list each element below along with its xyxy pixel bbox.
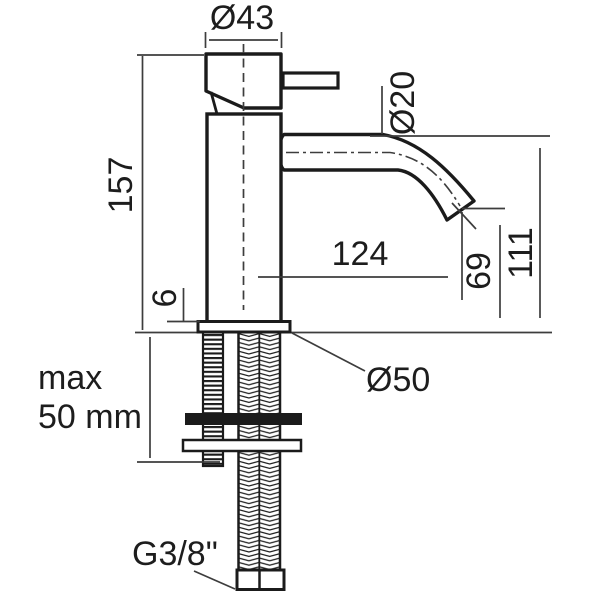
spout-centerline <box>286 151 461 207</box>
dim-label-max-deck-thickness-line2: 50 mm <box>38 398 142 436</box>
dim-label-spout-top-height: 111 <box>502 227 540 279</box>
dim-label-spout-outlet-height: 69 <box>460 252 498 290</box>
dim-label-cartridge-diameter: Ø43 <box>210 0 274 37</box>
dim-label-spout-reach: 124 <box>332 235 389 273</box>
dim-label-spout-diameter: Ø20 <box>384 71 422 135</box>
rubber-gasket <box>185 413 302 425</box>
dim-label-total-height: 157 <box>102 157 140 214</box>
dim-spout-diameter <box>370 86 550 137</box>
leader-line-base-diameter <box>291 332 366 372</box>
dim-spout-outlet-height <box>451 202 505 318</box>
dim-label-max-deck-thickness-line1: max <box>38 359 102 397</box>
spout <box>277 132 476 222</box>
dim-total-height <box>137 54 204 330</box>
mounting-washer <box>181 438 303 453</box>
dim-base-plate-height <box>167 288 200 323</box>
faucet-handle <box>281 71 340 90</box>
dim-label-base-diameter: Ø50 <box>366 361 430 399</box>
hose-connection-nut <box>235 568 286 591</box>
dim-label-thread: G3/8" <box>132 535 218 573</box>
cartridge-collar-line <box>209 91 219 115</box>
base-plate <box>196 320 292 334</box>
dim-max-deck-thickness <box>137 337 220 463</box>
leader-line-thread <box>193 570 236 590</box>
dim-label-base-plate-height: 6 <box>146 289 184 308</box>
dim-cartridge-diameter <box>204 32 283 48</box>
